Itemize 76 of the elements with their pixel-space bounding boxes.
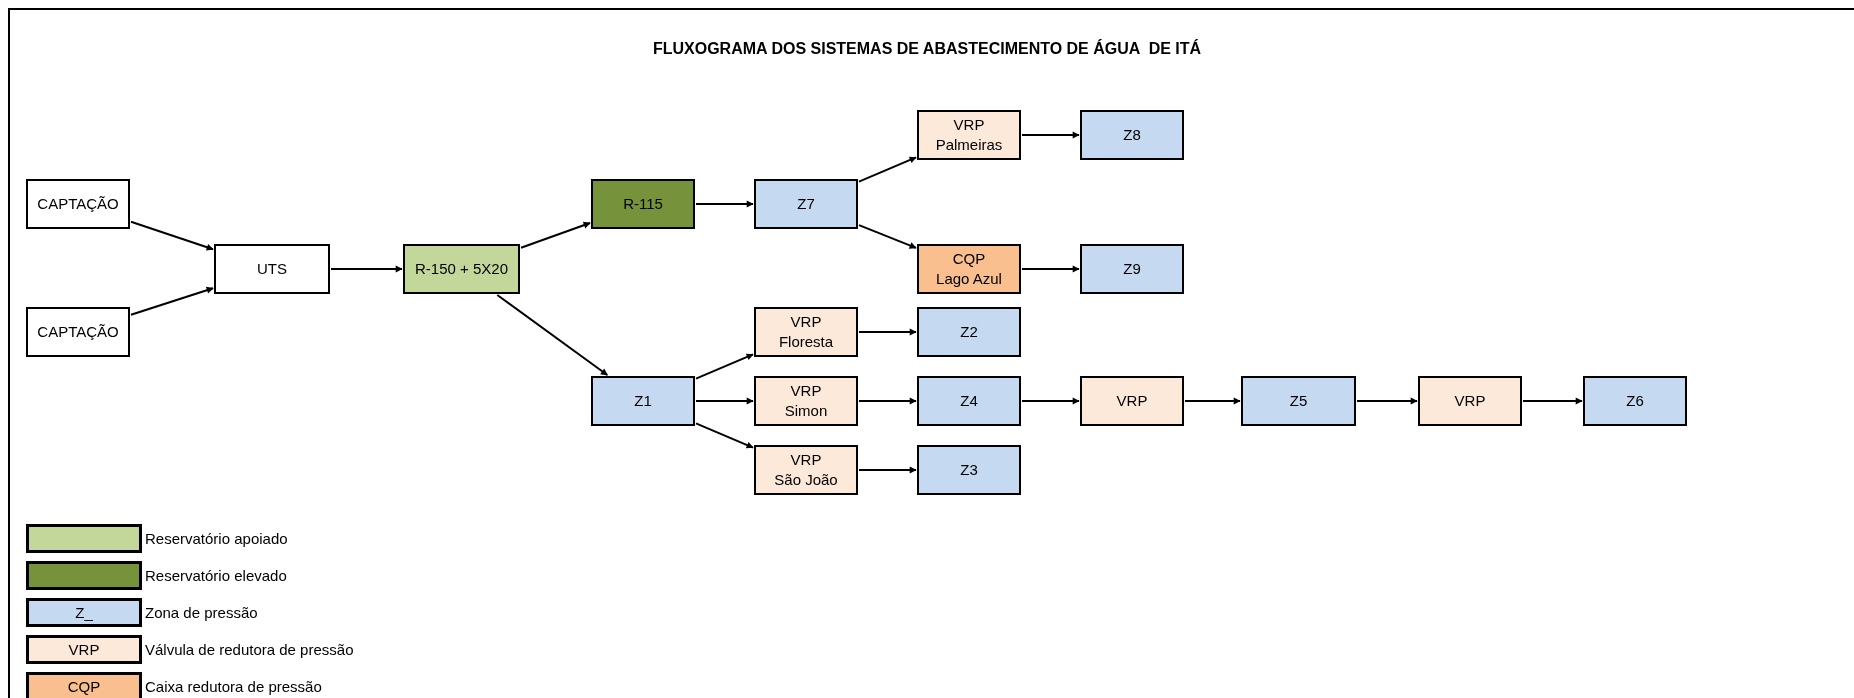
- zone-box: [1080, 244, 1184, 294]
- box-label: Z9: [1123, 259, 1141, 279]
- box-label: Z1: [634, 391, 652, 411]
- swatch-label: CQP: [67, 678, 101, 695]
- zone-box: [591, 376, 695, 426]
- box-label: VRP: [790, 450, 822, 470]
- box-label: Simon: [784, 401, 828, 421]
- arrow: [1021, 131, 1080, 139]
- zone-box: [917, 445, 1021, 495]
- box-label: Floresta: [778, 332, 834, 352]
- box-label: CAPTAÇÃO: [37, 322, 119, 342]
- arrow: [520, 221, 591, 249]
- box-label: São João: [774, 470, 838, 490]
- box-label: Z8: [1123, 125, 1141, 145]
- box-label: R-150 + 5X20: [415, 259, 508, 279]
- swatch-label: VRP: [68, 641, 100, 658]
- valve-box: [917, 110, 1021, 160]
- reservoir-box: [591, 179, 695, 229]
- arrow: [1021, 265, 1080, 273]
- arrow: [695, 397, 754, 405]
- box-label: Z3: [960, 460, 978, 480]
- box-label: Z5: [1289, 391, 1308, 411]
- box-label: Z2: [960, 322, 978, 342]
- box-label: VRP: [790, 312, 822, 332]
- box-label: Palmeiras: [935, 135, 1003, 155]
- arrow: [858, 224, 917, 249]
- zone-box: [1241, 376, 1356, 426]
- arrow: [695, 353, 754, 380]
- arrow: [1021, 397, 1080, 405]
- arrow: [1356, 397, 1418, 405]
- arrow: [858, 156, 917, 183]
- box-label: Z4: [960, 391, 978, 411]
- zone-box: [754, 179, 858, 229]
- arrow: [330, 265, 403, 273]
- box-label: VRP: [1454, 391, 1486, 411]
- valve-box: [1080, 376, 1184, 426]
- box-label: Z7: [797, 194, 815, 214]
- process-box: [214, 244, 330, 294]
- arrow: [130, 220, 214, 251]
- swatch-label: Z_: [75, 604, 93, 621]
- process-box: [26, 307, 130, 357]
- zone-box: [917, 307, 1021, 357]
- diagram-title: FLUXOGRAMA DOS SISTEMAS DE ABASTECIMENTO DE ÁGUA DE ITÁ: [651, 40, 1203, 58]
- arrow: [858, 328, 917, 336]
- arrow: [695, 200, 754, 208]
- process-box: [26, 179, 130, 229]
- box-label: R-115: [623, 194, 663, 214]
- arrow: [1184, 397, 1241, 405]
- box-label: UTS: [257, 259, 287, 279]
- valve-box: [754, 445, 858, 495]
- valve-box: [754, 376, 858, 426]
- zone-box: [917, 376, 1021, 426]
- arrow: [1522, 397, 1583, 405]
- legend-text: Zona de pressão: [145, 604, 258, 621]
- box-label: VRP: [790, 381, 822, 401]
- pressure-box: [917, 244, 1021, 294]
- box-label: VRP: [953, 115, 985, 135]
- arrow: [496, 294, 609, 376]
- arrow: [858, 397, 917, 405]
- box-label: CAPTAÇÃO: [37, 194, 119, 214]
- valve-box: [1418, 376, 1522, 426]
- legend-text: Válvula de redutora de pressão: [145, 641, 354, 658]
- reservoir-box: [403, 244, 520, 294]
- legend-text: Caixa redutora de pressão: [145, 678, 322, 695]
- box-label: Lago Azul: [936, 269, 1002, 289]
- legend-text: Reservatório apoiado: [145, 530, 288, 547]
- arrow: [130, 286, 214, 316]
- box-label: VRP: [1116, 391, 1148, 411]
- legend-text: Reservatório elevado: [145, 567, 287, 584]
- zone-box: [1080, 110, 1184, 160]
- arrow: [858, 466, 917, 474]
- zone-box: [1583, 376, 1687, 426]
- valve-box: [754, 307, 858, 357]
- box-label: Z6: [1626, 391, 1644, 411]
- box-label: CQP: [952, 249, 986, 269]
- arrow: [695, 422, 754, 449]
